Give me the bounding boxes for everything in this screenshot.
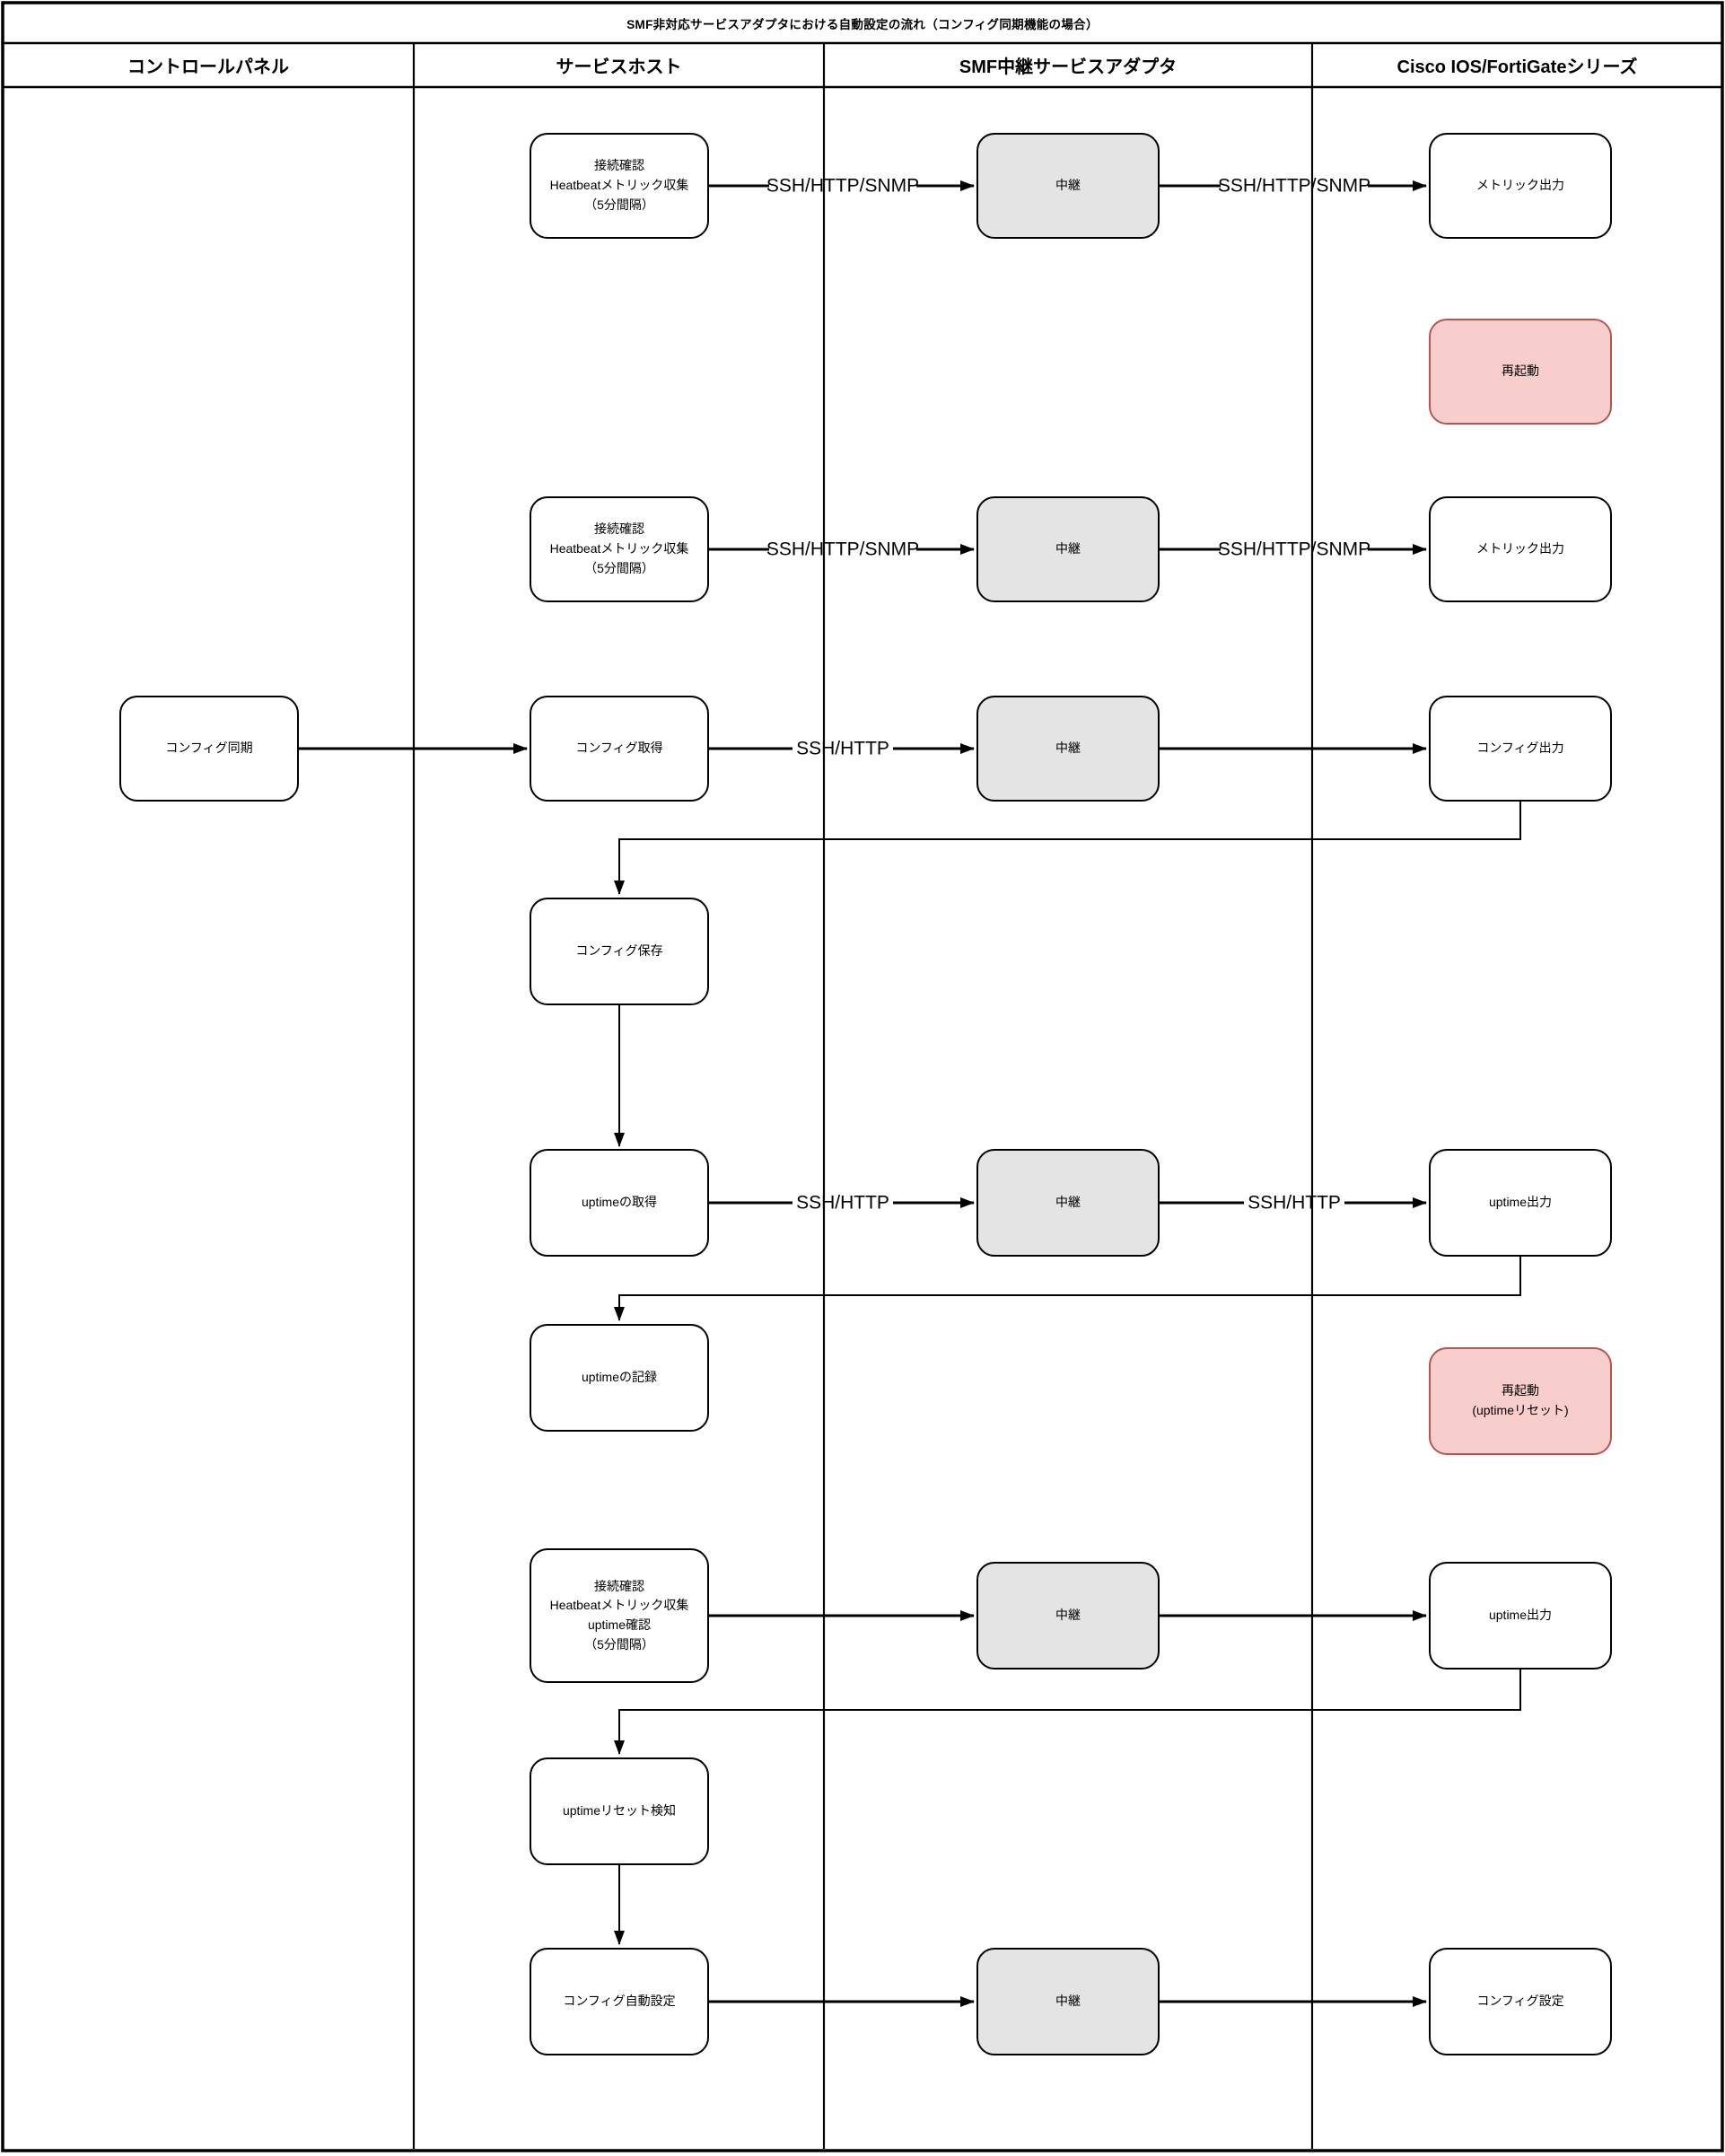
node-metric-out-1: メトリック出力 bbox=[1429, 133, 1612, 239]
node-relay-6: 中継 bbox=[976, 1948, 1160, 2055]
node-uptime-record: uptimeの記録 bbox=[530, 1324, 709, 1432]
node-reboot: 再起動 bbox=[1429, 319, 1612, 425]
node-uptime-out-1: uptime出力 bbox=[1429, 1149, 1612, 1257]
node-uptime-get: uptimeの取得 bbox=[530, 1149, 709, 1257]
node-relay-3: 中継 bbox=[976, 696, 1160, 802]
node-uptime-reset-detect: uptimeリセット検知 bbox=[530, 1757, 709, 1865]
edge-label-ssh-http-2: SSH/HTTP bbox=[796, 1192, 889, 1214]
lane-header-control-panel: コントロールパネル bbox=[127, 57, 289, 77]
edge-label-ssh-http-snmp-2: SSH/HTTP/SNMP bbox=[1217, 175, 1371, 197]
lane-header-smf-relay: SMF中継サービスアダプタ bbox=[959, 57, 1178, 77]
edge-label-ssh-http-snmp-3: SSH/HTTP/SNMP bbox=[766, 539, 920, 560]
edge-label-ssh-http-snmp-1: SSH/HTTP/SNMP bbox=[766, 175, 920, 197]
node-relay-4: 中継 bbox=[976, 1149, 1160, 1257]
node-relay-5: 中継 bbox=[976, 1562, 1160, 1670]
diagram-title: SMF非対応サービスアダプタにおける自動設定の流れ（コンフィグ同期機能の場合） bbox=[626, 17, 1099, 31]
edge-configout-configsave bbox=[614, 802, 1521, 895]
node-config-save: コンフィグ保存 bbox=[530, 898, 709, 1005]
edge-label-ssh-http-1: SSH/HTTP bbox=[796, 738, 889, 759]
node-relay-1: 中継 bbox=[976, 133, 1160, 239]
edge-uptimeout2-detect bbox=[614, 1670, 1521, 1755]
lane-header-cisco-fortigate: Cisco IOS/FortiGateシリーズ bbox=[1397, 57, 1638, 77]
node-reboot-uptime-reset: 再起動 (uptimeリセット) bbox=[1429, 1347, 1612, 1455]
lane-header-service-host: サービスホスト bbox=[556, 57, 682, 77]
edge-uptimeout-uptimerecord bbox=[614, 1257, 1521, 1321]
node-config-set: コンフィグ設定 bbox=[1429, 1948, 1612, 2055]
edge-label-ssh-http-3: SSH/HTTP bbox=[1248, 1192, 1341, 1214]
node-relay-2: 中継 bbox=[976, 496, 1160, 602]
node-metric-out-2: メトリック出力 bbox=[1429, 496, 1612, 602]
node-heartbeat-1: 接続確認 Heatbeatメトリック収集 （5分間隔） bbox=[530, 133, 709, 239]
node-config-get: コンフィグ取得 bbox=[530, 696, 709, 802]
node-config-sync: コンフィグ同期 bbox=[119, 696, 299, 802]
node-uptime-out-2: uptime出力 bbox=[1429, 1562, 1612, 1670]
node-heartbeat-uptime: 接続確認 Heatbeatメトリック収集 uptime確認 （5分間隔） bbox=[530, 1548, 709, 1683]
node-config-out: コンフィグ出力 bbox=[1429, 696, 1612, 802]
node-config-auto: コンフィグ自動設定 bbox=[530, 1948, 709, 2055]
node-heartbeat-2: 接続確認 Heatbeatメトリック収集 （5分間隔） bbox=[530, 496, 709, 602]
edge-label-ssh-http-snmp-4: SSH/HTTP/SNMP bbox=[1217, 539, 1371, 560]
